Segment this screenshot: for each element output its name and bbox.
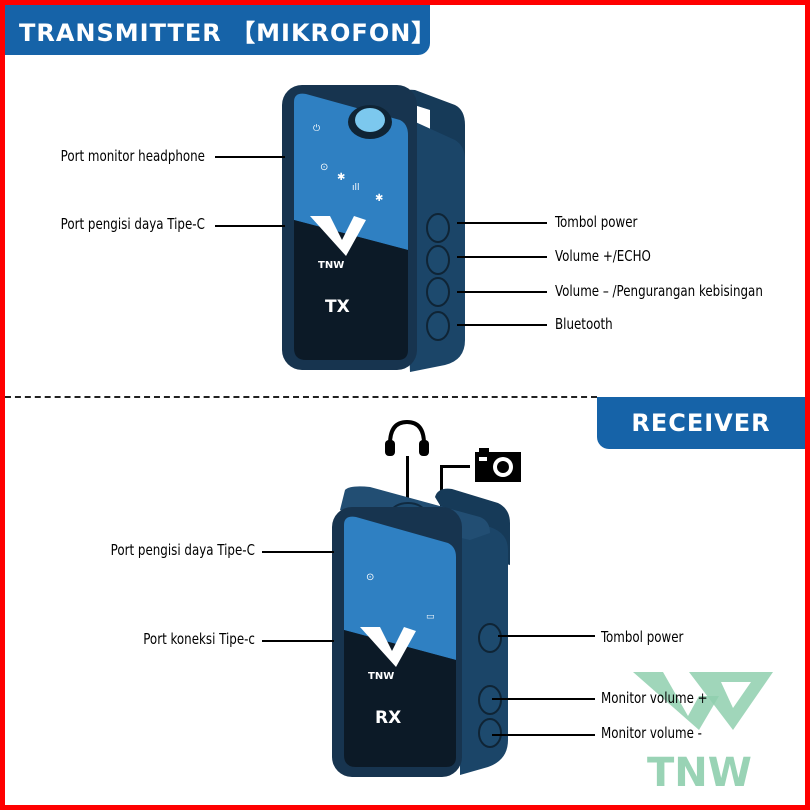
receiver-brand-text: TNW [368,671,394,682]
receiver-device-label: RX [375,708,401,728]
tx-leader-line [457,324,547,326]
tx-leader-line [457,291,547,293]
camera-icon [475,448,521,482]
monitor-volume-down-button[interactable] [478,718,502,748]
device-lower-panel [294,220,408,360]
transmitter-brand-text: TNW [318,260,344,271]
tx-leader-line [457,222,547,224]
mic-icon [355,108,385,132]
transmitter-banner: TRANSMITTER 【MIKROFON】 [5,5,437,55]
transmitter-title: TRANSMITTER 【MIKROFON】 [19,18,437,47]
power-status-icon: ⏻ [313,123,320,134]
rx-label-monitor-volume-down: Monitor volume - [601,724,702,742]
receiver-device: ⊙ ▭ TNW RX [332,486,510,777]
bluetooth-button[interactable] [426,311,450,341]
tx-label-power-button: Tombol power [555,213,638,231]
receiver-banner: RECEIVER [597,397,805,449]
volume-down-button[interactable] [426,277,450,307]
tx-label-volume-up: Volume +/ECHO [555,247,651,265]
tx-label-volume-down: Volume – /Pengurangan kebisingan [555,282,763,300]
receiver-title: RECEIVER [631,409,771,437]
watermark-text: TNW [647,750,752,793]
device-side [350,493,508,775]
rx-leader-line [492,734,595,736]
noise-icon: ✱ [375,193,383,204]
tx-leader-line [215,156,285,158]
power-button[interactable] [478,623,502,653]
power-button[interactable] [426,213,450,243]
battery-icon: ▭ [426,612,435,622]
tx-label-headphone-port: Port monitor headphone [60,147,205,165]
device-screen [344,516,456,660]
volume-up-button[interactable] [426,245,450,275]
device-lower-panel [344,630,456,767]
rx-leader-line [262,551,334,553]
transmitter-device: ⏻ ⊙ ✱ ıll ✱ TNW TX [282,85,465,372]
rx-leader-line [492,698,595,700]
signal-icon: ıll [352,183,360,193]
link-icon: ⊙ [366,572,374,583]
tnw-logo-icon [360,627,416,667]
bluetooth-icon: ✱ [337,172,345,183]
rx-leader-line [406,456,409,514]
rx-label-monitor-volume-up: Monitor volume + [601,689,708,707]
rx-leader-line [498,635,595,637]
link-icon: ⊙ [320,162,328,173]
headphone-icon [385,419,429,456]
transmitter-device-label: TX [325,297,350,317]
rx-label-power-button: Tombol power [601,628,684,646]
rx-label-connection-port: Port koneksi Tipe-c [143,630,255,648]
tx-label-charging-port: Port pengisi daya Tipe-C [60,215,205,233]
tnw-watermark-logo: TNW [633,672,773,793]
section-divider [5,396,597,398]
rx-leader-line [262,640,334,642]
tnw-logo-icon [310,216,366,256]
rx-leader-line [440,465,470,468]
monitor-volume-up-button[interactable] [478,685,502,715]
tx-label-bluetooth: Bluetooth [555,315,613,333]
tx-leader-line [457,256,547,258]
rx-label-charging-port: Port pengisi daya Tipe-C [110,541,255,559]
tx-leader-line [215,225,285,227]
